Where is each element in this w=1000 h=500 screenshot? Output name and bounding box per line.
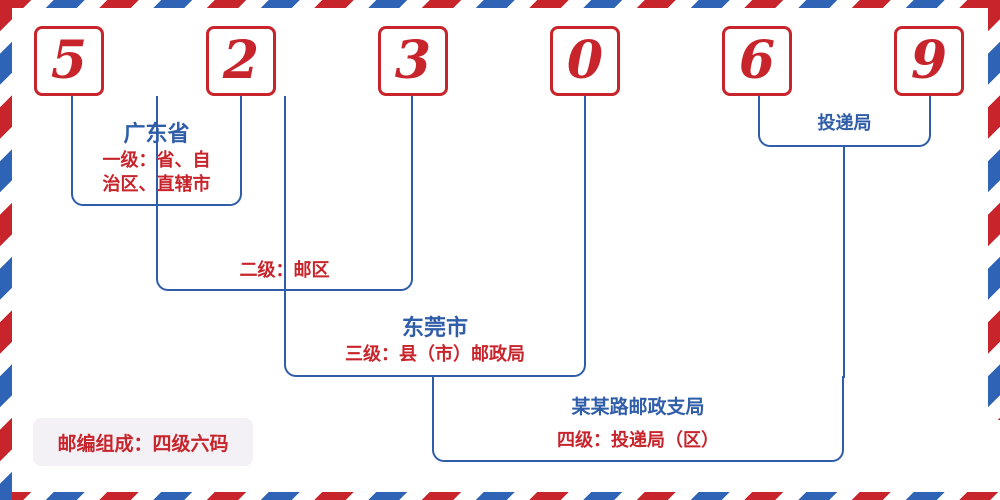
delivery-name: 投递局 [817, 113, 872, 134]
branch-name: 某某路邮政支局 [571, 396, 705, 418]
postcode-digit-2: 2 [206, 26, 276, 96]
airmail-border-left [0, 0, 12, 500]
postcode-digit-1: 5 [34, 26, 104, 96]
bracket-branch-riser [843, 146, 845, 378]
postcode-digit-5: 6 [722, 26, 792, 96]
province-name: 广东省 [123, 122, 190, 147]
postcode-digit-6: 9 [894, 26, 964, 96]
city-name: 东莞市 [401, 316, 468, 341]
province-level-line1: 一级：省、自 [102, 150, 211, 171]
bracket-branch [432, 376, 844, 462]
legend-postcode-structure: 邮编组成：四级六码 [33, 418, 253, 466]
postcode-digit-3: 3 [378, 26, 448, 96]
airmail-border-top [0, 0, 1000, 8]
province-level-line2: 治区、直辖市 [102, 174, 211, 195]
airmail-border-right [988, 0, 1000, 420]
city-level: 三级：县（市）邮政局 [345, 344, 525, 365]
bracket-delivery [758, 96, 931, 147]
branch-level: 四级：投递局（区） [557, 430, 719, 451]
district-level: 二级：邮区 [239, 260, 330, 281]
postcode-digit-4: 0 [550, 26, 620, 96]
airmail-border-bottom [0, 492, 1000, 500]
